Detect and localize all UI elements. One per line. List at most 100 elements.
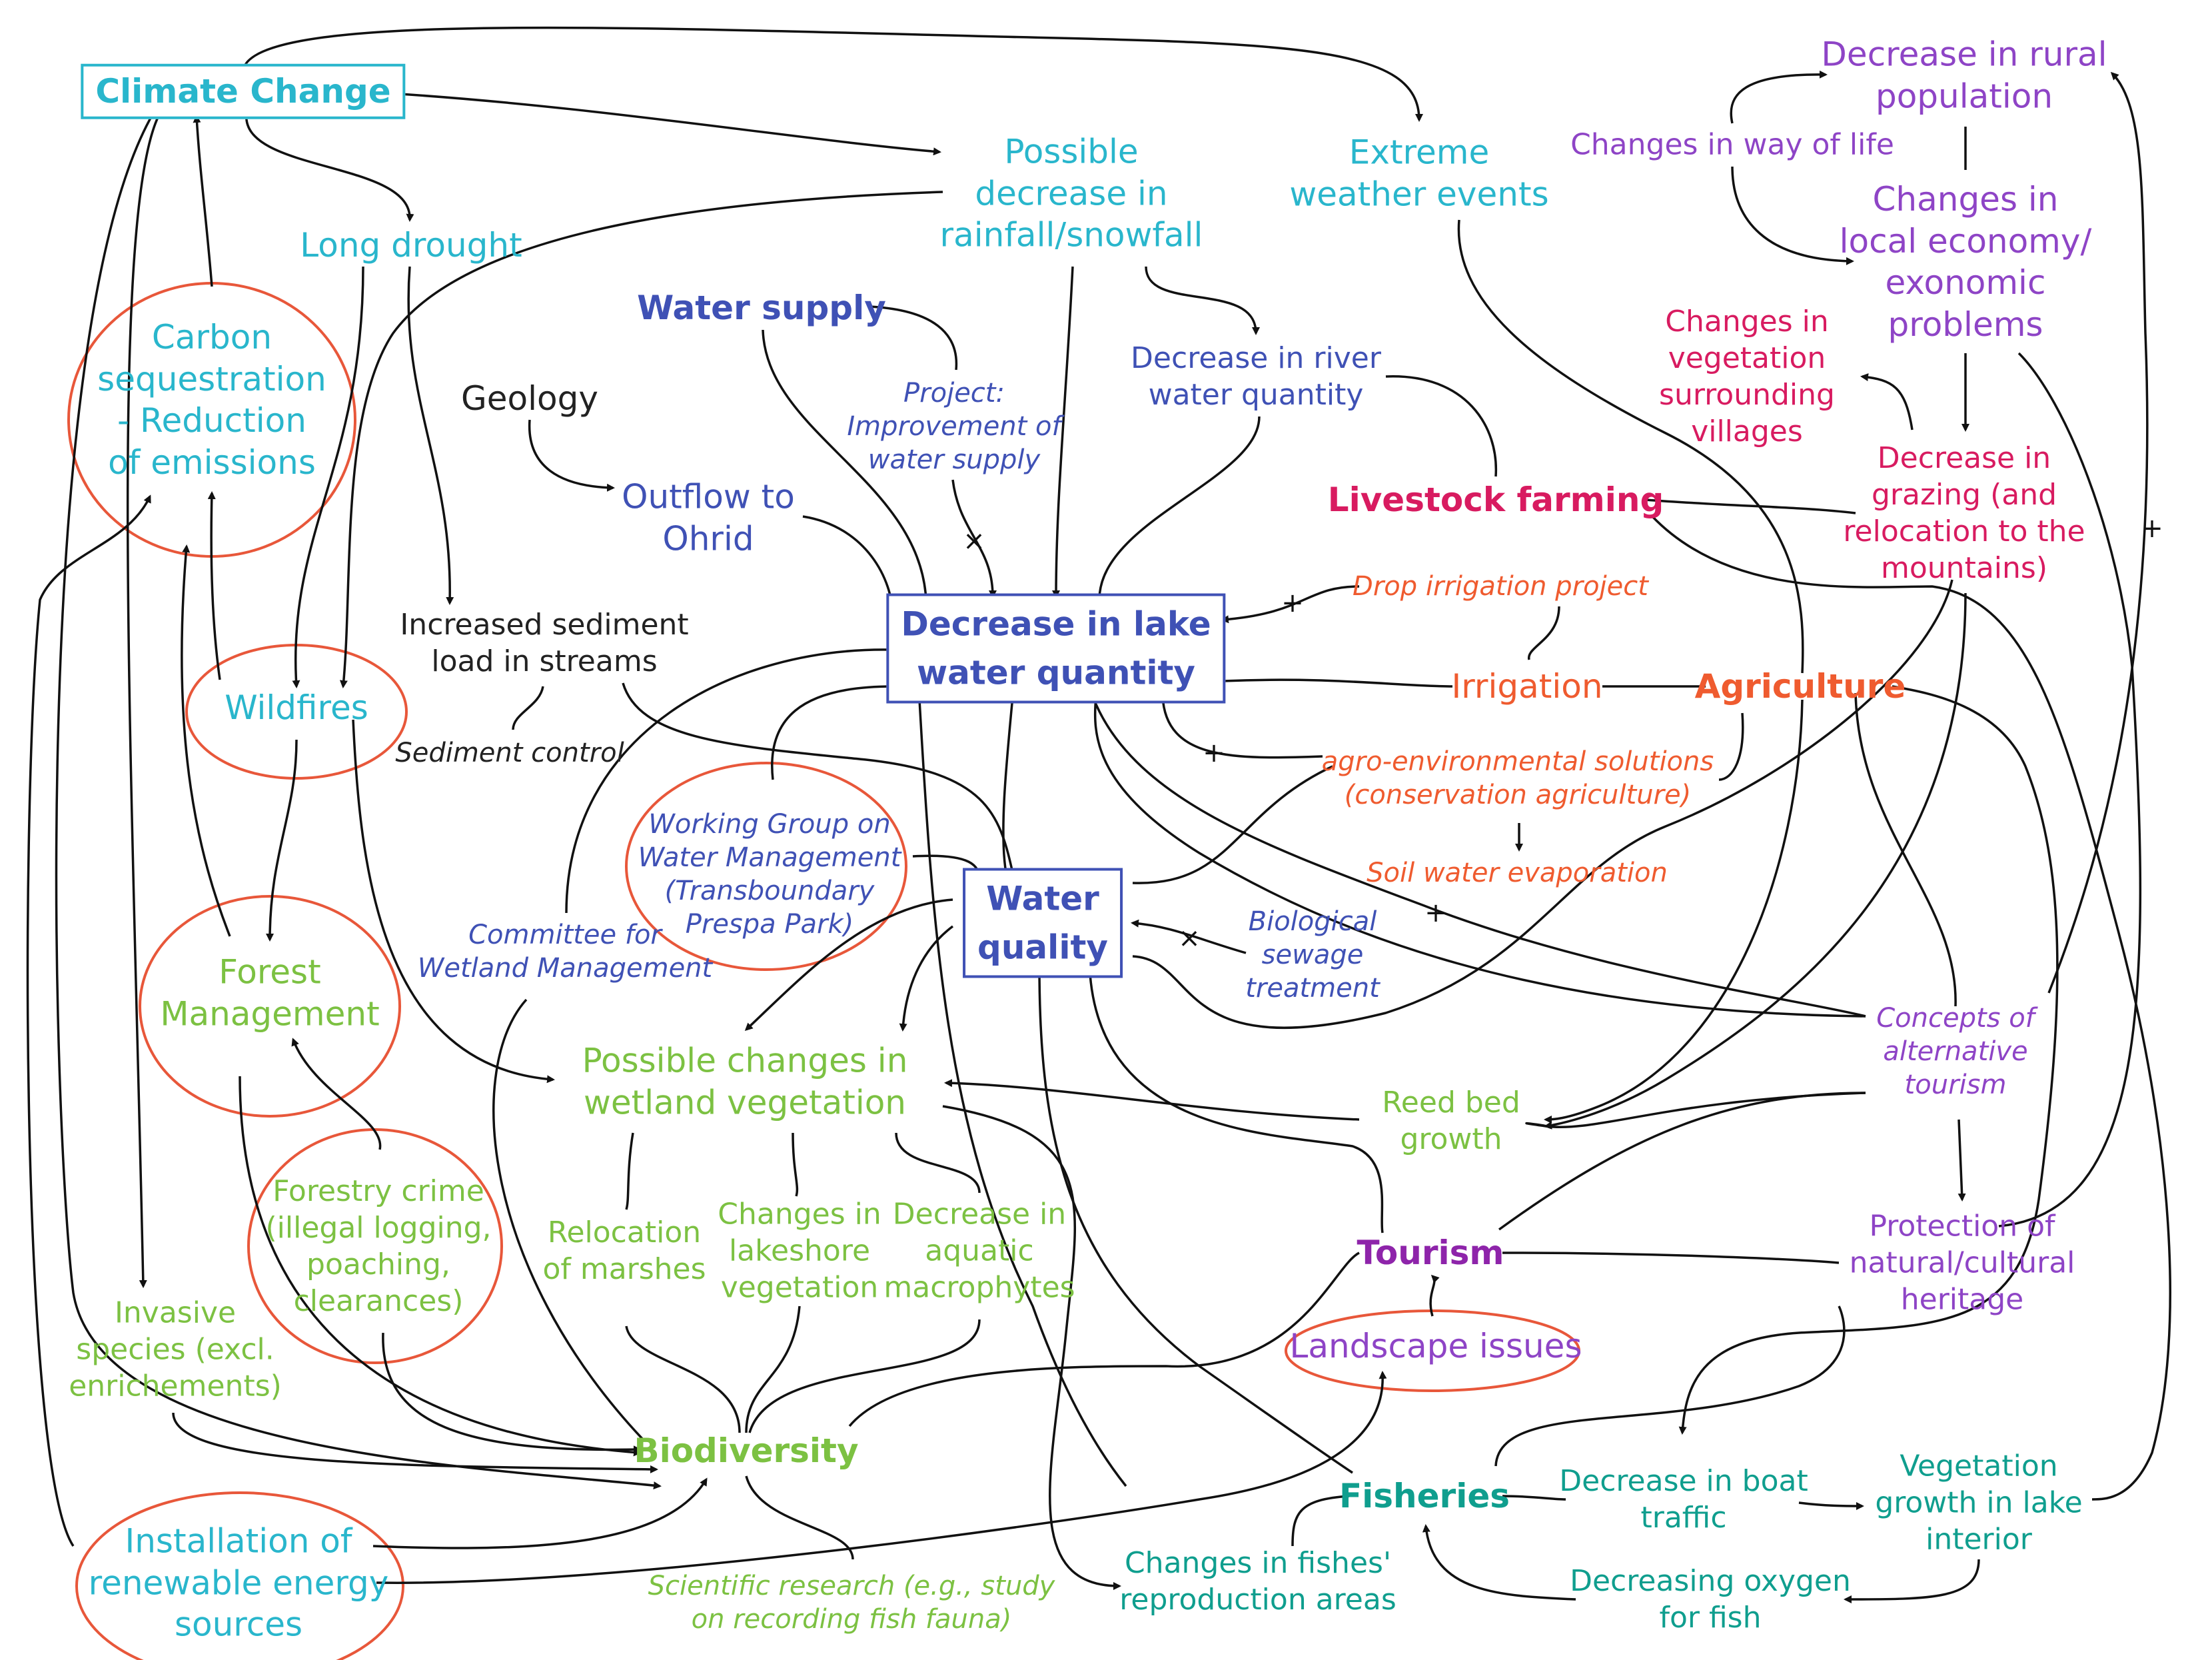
edge-extreme-agriculture: [1457, 219, 1804, 674]
node-water-quality: Water quality: [963, 868, 1123, 978]
node-changes-fishes-reproduction: Changes in fishes' reproduction areas: [1119, 1545, 1396, 1618]
edge-boat-vegetation: [1798, 1501, 1864, 1510]
edge-project-lake: [951, 479, 997, 598]
node-relocation-line2: of marshes: [542, 1252, 706, 1286]
edge-sediment-working: [622, 682, 1014, 874]
edge-lake-waterquality: [1002, 696, 1014, 874]
node-decrease-river-water: Decrease in river water quantity: [1131, 340, 1381, 413]
node-lakeshore-line3: vegetation: [720, 1270, 879, 1305]
edge-agro-lake: [1159, 694, 1323, 759]
node-river-line2: water quantity: [1148, 378, 1364, 412]
edge-fisheries-boat: [1502, 1495, 1566, 1501]
node-tourism: Tourism: [1357, 1233, 1504, 1272]
edge-bio-research: [745, 1475, 854, 1560]
edge-renewable-carbon: [26, 494, 151, 1547]
node-relocation-marshes: Relocation of marshes: [542, 1214, 706, 1287]
edge-climate-extreme: [242, 26, 1423, 122]
node-concepts-line2: alternative: [1883, 1036, 2028, 1067]
edge-wetland-reproduction: [942, 1105, 1121, 1590]
node-irrigation: Irrigation: [1451, 666, 1603, 706]
node-committee-line2: Wetland Management: [417, 953, 713, 984]
edge-renewable-bio: [372, 1477, 708, 1549]
node-project-line2: Improvement of: [847, 411, 1061, 442]
node-carbon-line3: - Reduction: [117, 401, 306, 440]
node-outflow-ohrid: Outflow to Ohrid: [622, 476, 795, 560]
node-lakeshore-line1: Changes in: [718, 1197, 881, 1232]
node-heritage-line2: natural/cultural: [1849, 1245, 2075, 1280]
edge-agriculture-reed: [1544, 699, 1804, 1124]
edge-bio-tourism: [848, 1251, 1360, 1427]
edge-waterquality-wetland: [744, 898, 953, 1032]
node-wetland-line1: Possible changes in: [582, 1041, 908, 1080]
node-project-line1: Project:: [903, 378, 1005, 409]
node-economy-line2: local economy/: [1839, 221, 2092, 261]
node-climate-change: Climate Change: [81, 63, 406, 119]
node-biodiversity: Biodiversity: [634, 1431, 859, 1470]
node-interior-line3: interior: [1926, 1522, 2032, 1557]
node-geology: Geology: [461, 379, 598, 418]
edge-river-livestock: [1385, 375, 1498, 477]
sign-plus-concepts: +: [1424, 898, 1447, 928]
node-interior-line1: Vegetation: [1900, 1449, 2058, 1483]
node-protection-heritage: Protection of natural/cultural heritage: [1850, 1208, 2075, 1318]
node-forest-line1: Forest: [219, 952, 321, 992]
node-fisheries: Fisheries: [1339, 1476, 1510, 1515]
node-relocation-line1: Relocation: [547, 1216, 702, 1249]
node-working-line3: (Transboundary: [664, 876, 875, 906]
edge-climate-biodiversity: [55, 113, 662, 1490]
node-possible-changes-wetland: Possible changes in wetland vegetation: [582, 1040, 908, 1124]
edge-lake-agro-soil: [1091, 696, 1866, 1018]
node-forestry-crime: Forestry crime (illegal logging, poachin…: [265, 1173, 491, 1319]
edge-livestock-vegetation-lake: [1651, 515, 2171, 1501]
edge-concepts-population: [2047, 71, 2149, 994]
node-long-drought: Long drought: [300, 225, 522, 265]
node-renewable-line3: sources: [174, 1605, 303, 1644]
node-decreasing-oxygen: Decreasing oxygen for fish: [1570, 1563, 1851, 1636]
edge-reproduction-fisheries: [1291, 1495, 1350, 1547]
edge-lakeshore-bio: [745, 1305, 801, 1433]
node-outflow-line1: Outflow to: [622, 477, 795, 516]
edge-committee-biodiversity: [492, 998, 644, 1441]
edge-forest-bio: [239, 1076, 642, 1457]
node-carbon-line4: of emissions: [108, 442, 316, 482]
circle-renewable: [75, 1491, 404, 1660]
node-project-water-supply: Project: Improvement of water supply: [847, 377, 1061, 476]
edge-lake-irrigation: [1222, 678, 1453, 688]
node-economy-line1: Changes in: [1872, 180, 2059, 219]
circle-working-group: [625, 762, 907, 971]
edge-sediment-control: [512, 686, 544, 730]
node-agriculture: Agriculture: [1694, 666, 1906, 706]
node-biological-sewage: Biological sewage treatment: [1245, 905, 1380, 1005]
node-rural-line1: Decrease in rural: [1821, 35, 2107, 74]
edge-drought-wildfires: [292, 266, 364, 688]
edge-renewable-landscape: [376, 1371, 1387, 1584]
node-outflow-line2: Ohrid: [662, 519, 754, 558]
node-heritage-line3: heritage: [1900, 1282, 2024, 1317]
edge-drought-sediment: [407, 266, 454, 605]
edge-crime-forest: [291, 1038, 382, 1150]
node-sediment-line2: load in streams: [431, 644, 658, 678]
node-lake-line1: Decrease in lake: [901, 604, 1211, 644]
node-rainfall-line1: Possible: [1004, 132, 1139, 171]
node-sewage-line2: sewage: [1261, 940, 1364, 970]
edge-carbon-climate: [193, 115, 213, 287]
edge-watersupply-lake: [762, 329, 930, 602]
edge-river-lake: [1095, 416, 1261, 602]
node-macrophytes-line1: Decrease in: [892, 1197, 1067, 1232]
sign-cross-sewage: ×: [1178, 923, 1201, 954]
edge-vegetation-oxygen: [1844, 1559, 1980, 1603]
sign-plus-drop: +: [1281, 588, 1304, 618]
node-villages-line4: villages: [1691, 415, 1803, 448]
node-oxygen-line1: Decreasing oxygen: [1570, 1564, 1851, 1598]
node-installation-renewable: Installation of renewable energy sources: [89, 1520, 389, 1645]
node-invasive-species: Invasive species (excl. enrichements): [69, 1295, 282, 1405]
node-research-line2: on recording fish fauna): [691, 1604, 1012, 1635]
node-river-line1: Decrease in river: [1131, 341, 1381, 375]
node-economy-line3: exonomic: [1885, 263, 2046, 302]
node-concepts-tourism: Concepts of alternative tourism: [1876, 1002, 2035, 1102]
circle-landscape: [1285, 1309, 1580, 1392]
edge-lake-committee: [565, 648, 893, 914]
node-grazing-line1: Decrease in: [1877, 441, 2051, 475]
node-possible-decrease-rainfall: Possible decrease in rainfall/snowfall: [940, 131, 1203, 256]
edge-relocation-bio: [625, 1325, 741, 1433]
